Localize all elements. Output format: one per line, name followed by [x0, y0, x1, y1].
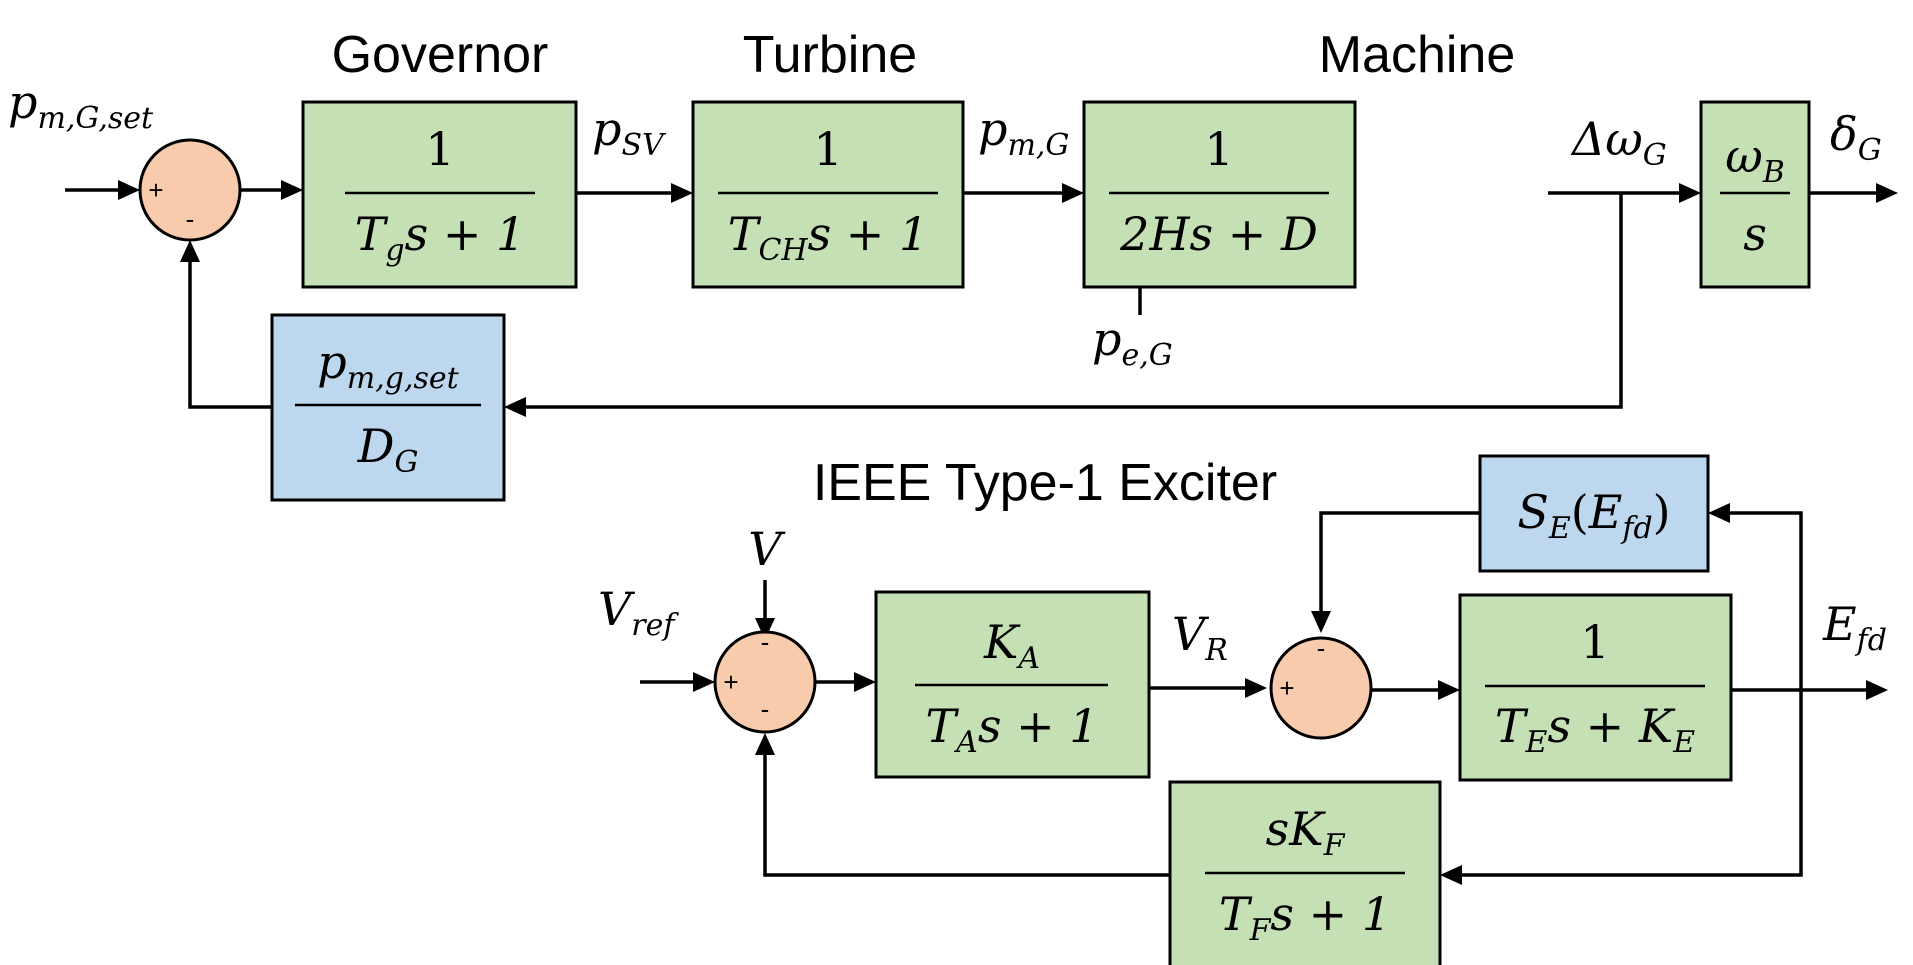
- label-delta-g: δG: [1830, 107, 1882, 168]
- svg-text:TEs + KE: TEs + KE: [1495, 699, 1695, 760]
- minus-sign: -: [1317, 633, 1326, 663]
- minus-sign: -: [761, 694, 770, 724]
- label-vref: Vref: [598, 582, 679, 643]
- exciter-summing-junction: + -: [1269, 633, 1373, 740]
- label-pmg: pm,G: [978, 102, 1069, 163]
- exciter-title: IEEE Type-1 Exciter: [813, 454, 1277, 512]
- svg-text:s: s: [1743, 207, 1767, 261]
- svg-text:sKF: sKF: [1266, 802, 1346, 863]
- svg-text:1: 1: [813, 122, 842, 176]
- svg-text:2Hs + D: 2Hs + D: [1119, 207, 1318, 261]
- plus-sign: +: [723, 667, 738, 697]
- svg-text:1: 1: [425, 122, 454, 176]
- plus-sign: +: [148, 175, 163, 205]
- minus-sign: -: [761, 627, 770, 657]
- svg-text:TCHs + 1: TCHs + 1: [728, 207, 928, 268]
- saturation-block: SE(Efd): [1478, 454, 1710, 573]
- label-psv: pSV: [592, 102, 667, 163]
- svg-text:DG: DG: [357, 419, 419, 480]
- svg-text:KA: KA: [983, 615, 1040, 676]
- label-v: V: [748, 522, 786, 576]
- svg-text:TFs + 1: TFs + 1: [1219, 887, 1391, 948]
- voltage-summing-junction: + - -: [713, 627, 817, 734]
- machine-block: 1 2Hs + D: [1082, 100, 1357, 289]
- governor-summing-junction: + -: [138, 138, 242, 242]
- svg-text:1: 1: [1580, 615, 1609, 669]
- plus-sign: +: [1279, 673, 1294, 703]
- minus-sign: -: [186, 204, 195, 234]
- amplifier-block: KA TAs + 1: [874, 590, 1151, 779]
- governor-block: 1 Tgs + 1: [301, 100, 578, 289]
- svg-text:1: 1: [1204, 122, 1233, 176]
- svg-text:Tgs + 1: Tgs + 1: [355, 207, 526, 268]
- label-vr: VR: [1172, 607, 1228, 668]
- label-peg: pe,G: [1092, 312, 1173, 373]
- label-efd: Efd: [1822, 597, 1887, 658]
- stabilizer-block: sKF TFs + 1: [1168, 780, 1442, 965]
- turbine-title: Turbine: [743, 26, 917, 84]
- label-delta-omega-g: ΔωG: [1570, 112, 1667, 173]
- exciter-loop-wires: [640, 503, 1888, 885]
- svg-text:TAs + 1: TAs + 1: [925, 699, 1098, 760]
- svg-text:pm,g,set: pm,g,set: [317, 335, 459, 396]
- label-pm-set: pm,G,set: [8, 75, 154, 136]
- svg-text:SE(Efd): SE(Efd): [1517, 485, 1670, 546]
- turbine-block: 1 TCHs + 1: [691, 100, 965, 289]
- svg-text:ωB: ωB: [1725, 129, 1785, 190]
- integrator-block: ωB s: [1699, 100, 1811, 289]
- exciter-block: 1 TEs + KE: [1458, 593, 1733, 782]
- machine-title: Machine: [1319, 26, 1516, 84]
- droop-block: pm,g,set DG: [270, 313, 506, 502]
- governor-title: Governor: [332, 26, 549, 84]
